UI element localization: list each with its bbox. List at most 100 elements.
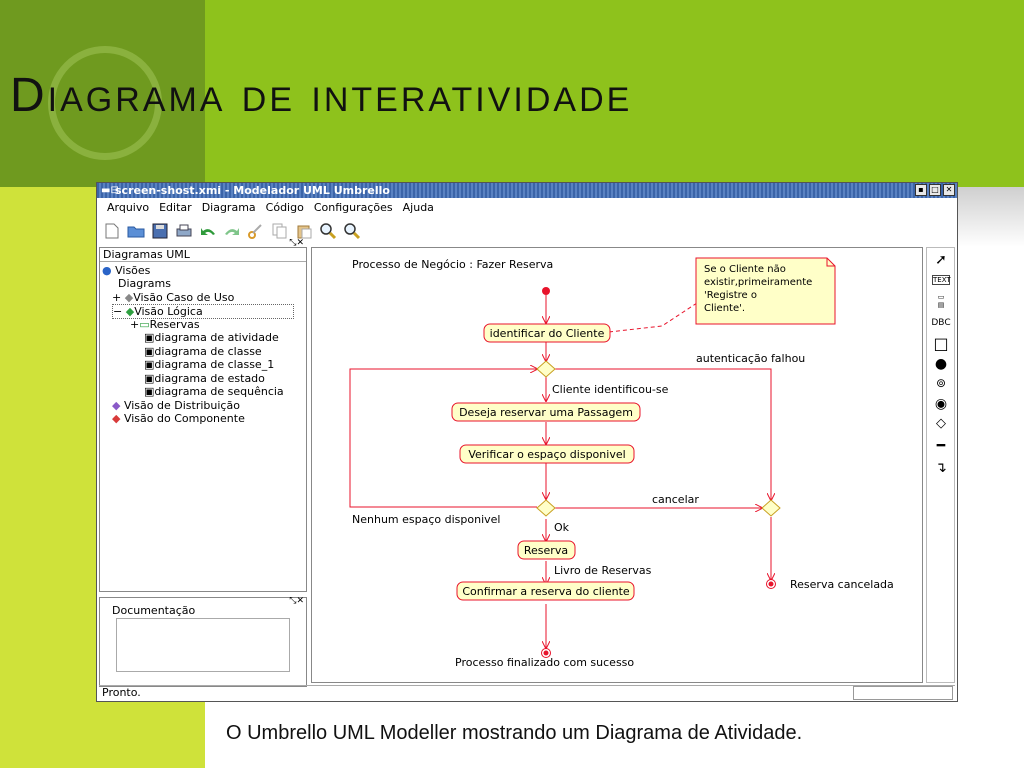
activity-verify-label: Verificar o espaço disponivel xyxy=(468,448,625,461)
text-tool-icon[interactable]: TEXT xyxy=(932,275,951,285)
close-button[interactable]: ✕ xyxy=(943,184,955,196)
tree-item-label: diagrama de sequência xyxy=(154,385,284,398)
diagram-icon: ▣ xyxy=(144,345,155,358)
activity-tool-icon[interactable]: □ xyxy=(933,334,949,353)
doc-panel-close-icon[interactable]: ⤡✕ xyxy=(289,596,304,606)
text-tool-label: TEXT xyxy=(933,276,951,284)
dbc-tool-icon[interactable]: DBC xyxy=(930,318,952,328)
expand-icon[interactable]: + xyxy=(112,291,122,304)
status-bar: Pronto. xyxy=(99,685,955,699)
activity-reserve[interactable] xyxy=(517,540,576,560)
tree-item-visoes[interactable]: ● Visões xyxy=(102,264,150,277)
activity-diagram: identificar do Cliente Deseja reservar u… xyxy=(349,257,894,669)
label-no-space: Nenhum espaço disponivel xyxy=(352,513,500,526)
print-icon[interactable] xyxy=(175,222,193,240)
tree-panel-header: Diagramas UML xyxy=(100,248,306,262)
fork-tool-icon[interactable]: ━ xyxy=(936,438,946,454)
transition-tool-icon[interactable]: ↴ xyxy=(935,460,947,476)
uml-tree-panel: ⤡✕ Diagramas UML ● Visões Diagrams + ◆Vi… xyxy=(99,238,307,592)
open-folder-icon[interactable] xyxy=(127,222,145,240)
undo-icon[interactable] xyxy=(199,222,217,240)
diagram-icon: ▣ xyxy=(144,331,155,344)
diagram-icon: ▣ xyxy=(144,372,155,385)
tree-item-diagrama-de-classe[interactable]: ▣diagrama de classe xyxy=(144,345,262,358)
maximize-button[interactable]: □ xyxy=(929,184,941,196)
folder-icon: ◆ xyxy=(125,305,135,318)
slide-caption: O Umbrello UML Modeller mostrando um Dia… xyxy=(226,722,803,744)
window-menu-icon[interactable]: ▬⊟ xyxy=(101,185,119,196)
tree-item-label: Visão de Distribuição xyxy=(123,399,240,412)
paste-icon[interactable] xyxy=(295,222,313,240)
umbrello-window: ▬⊟ screen-shost.xmi - Modelador UML Umbr… xyxy=(96,182,958,702)
tree-item-visao-caso-de-uso[interactable]: + ◆Visão Caso de Uso xyxy=(112,291,234,304)
branch-tool-icon[interactable]: ⊚ xyxy=(935,376,947,390)
menu-editar[interactable]: Editar xyxy=(159,201,192,214)
zoom-in-icon[interactable] xyxy=(319,222,337,240)
tree-panel-close-icon[interactable]: ⤡✕ xyxy=(289,238,304,248)
expand-icon[interactable]: + xyxy=(130,318,140,331)
initial-node-tool-icon[interactable]: ● xyxy=(934,356,948,372)
tree-item-diagrams[interactable]: Diagrams xyxy=(118,277,171,290)
final-node-core xyxy=(543,650,549,656)
tree-item-diagrama-de-atividade[interactable]: ▣diagrama de atividade xyxy=(144,331,279,344)
tree-item-visao-do-componente[interactable]: ◆ Visão do Componente xyxy=(112,412,245,425)
diagram-icon: ▣ xyxy=(144,385,155,398)
menu-diagrama[interactable]: Diagrama xyxy=(201,201,256,214)
menu-ajuda[interactable]: Ajuda xyxy=(402,201,434,214)
copy-icon[interactable] xyxy=(271,222,289,240)
tree-item-label: diagrama de classe_1 xyxy=(154,358,275,371)
menu-codigo[interactable]: Código xyxy=(265,201,304,214)
tree-item-diagrama-de-estado[interactable]: ▣diagrama de estado xyxy=(144,372,265,385)
documentation-textarea[interactable] xyxy=(116,618,290,672)
diagram-icon: ▣ xyxy=(144,358,155,371)
note-box[interactable] xyxy=(695,257,836,325)
note-line-1: Se o Cliente não xyxy=(704,264,786,275)
tree-item-reservas[interactable]: +▭Reservas xyxy=(130,318,200,331)
documentation-label: Documentação xyxy=(110,604,198,617)
tree-item-label: Visão Caso de Uso xyxy=(133,291,235,304)
activity-verify[interactable] xyxy=(459,444,635,464)
folder-icon: ◆ xyxy=(112,399,121,412)
zoom-out-icon[interactable] xyxy=(343,222,361,240)
tree-item-label: Diagrams xyxy=(118,277,171,290)
label-auth-failed: autenticação falhou xyxy=(696,352,805,365)
collapse-icon[interactable]: − xyxy=(113,305,123,318)
note-tool-icon[interactable]: ▭▤ xyxy=(937,293,945,309)
documentation-panel: ⤡✕ Documentação xyxy=(99,596,307,687)
new-file-icon[interactable] xyxy=(103,222,121,240)
activity-desire-label: Deseja reservar uma Passagem xyxy=(459,406,633,419)
window-titlebar[interactable]: ▬⊟ screen-shost.xmi - Modelador UML Umbr… xyxy=(97,183,957,198)
decision-tool-icon[interactable]: ◇ xyxy=(936,416,946,431)
decision-node[interactable] xyxy=(536,360,556,378)
status-bar-field xyxy=(853,686,953,700)
final-node-tool-icon[interactable]: ◉ xyxy=(934,396,948,412)
tree-item-label: Visões xyxy=(115,264,151,277)
tree-item-diagrama-de-sequencia[interactable]: ▣diagrama de sequência xyxy=(144,385,284,398)
minimize-button[interactable]: ▪ xyxy=(915,184,927,196)
tree-item-visao-logica[interactable]: − ◆Visão Lógica xyxy=(112,304,294,319)
redo-icon[interactable] xyxy=(223,222,241,240)
activity-confirm[interactable] xyxy=(456,581,635,601)
tool-palette: ➚ TEXT ▭▤ DBC □ ● ⊚ ◉ ◇ ━ ↴ xyxy=(926,247,955,683)
diagram-canvas[interactable]: identificar do Cliente Deseja reservar u… xyxy=(311,247,923,683)
initial-node[interactable] xyxy=(542,287,550,295)
decision-node[interactable] xyxy=(536,499,556,517)
decision-node[interactable] xyxy=(761,499,781,517)
activity-reserve-label: Reserva xyxy=(524,544,568,557)
select-arrow-icon[interactable]: ➚ xyxy=(935,252,947,268)
activity-identify-label: identificar do Cliente xyxy=(490,327,605,340)
tree-item-diagrama-de-classe-1[interactable]: ▣diagrama de classe_1 xyxy=(144,358,274,371)
save-icon[interactable] xyxy=(151,222,169,240)
activity-desire[interactable] xyxy=(451,402,641,422)
note-line-3: 'Registre o xyxy=(704,290,757,301)
menu-configuracoes[interactable]: Configurações xyxy=(313,201,393,214)
tree-item-label: Reservas xyxy=(149,318,200,331)
tree-item-label: Visão do Componente xyxy=(123,412,245,425)
cut-icon[interactable] xyxy=(247,222,265,240)
menu-arquivo[interactable]: Arquivo xyxy=(107,201,150,214)
label-client-identified: Cliente identificou-se xyxy=(552,383,669,396)
globe-icon: ● xyxy=(102,264,112,277)
menu-bar: Arquivo Editar Diagrama Código Configura… xyxy=(107,201,434,217)
tree-item-visao-de-distribuicao[interactable]: ◆ Visão de Distribuição xyxy=(112,399,240,412)
activity-identify[interactable] xyxy=(483,323,611,343)
